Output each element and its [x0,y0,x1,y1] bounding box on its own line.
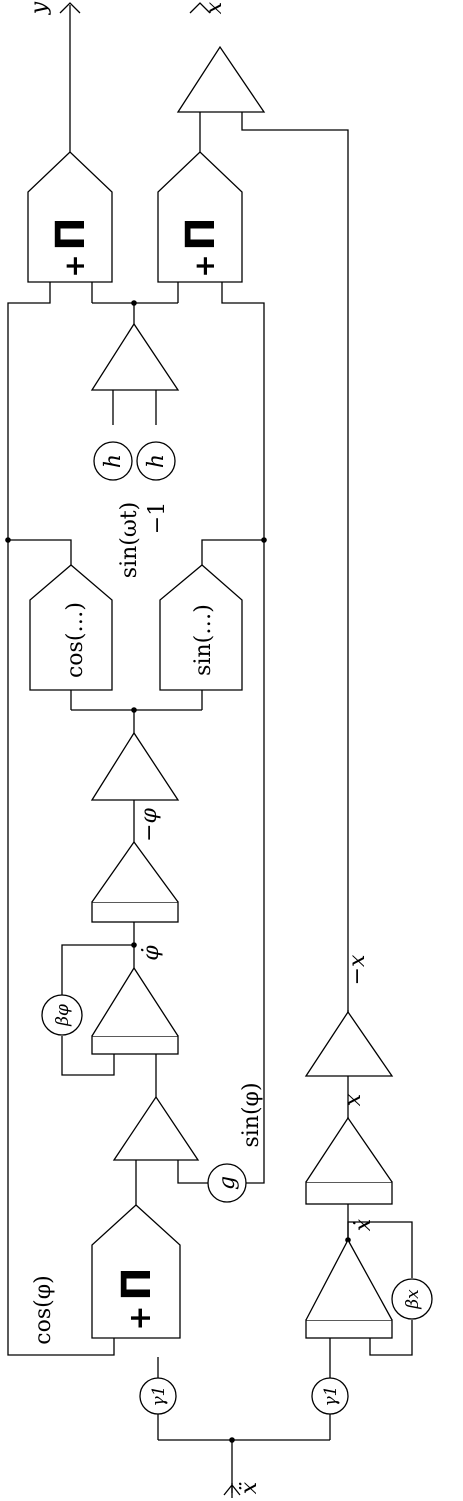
svg-text:g: g [215,1176,240,1190]
wires [7,2,413,1498]
multiplier-block-bottom: Π + [91,1204,181,1339]
svg-text:+: + [58,254,91,277]
gain-h-right: h [136,441,176,481]
integrator-phi [91,966,179,1055]
sin-omega-t-label: sin(ωt) [117,502,142,578]
svg-text:h: h [101,454,126,468]
svg-text:Π: Π [178,217,224,250]
gain-beta-phi: βφ [41,994,83,1036]
minus-one-label: −1 [145,502,170,534]
multiplier-symbol: Π [114,1267,160,1300]
x-dot-label: ẋ [351,1218,376,1231]
svg-text:Π: Π [48,217,94,250]
cos-block-label: cos(…) [63,602,88,678]
inverter-neg-x [304,1010,394,1077]
x-label: x [341,1093,366,1106]
neg-x-label: −x [345,954,370,985]
cos-function-block: cos(…) [29,564,113,691]
multiplier-plus: + [123,1305,158,1330]
svg-text:h: h [144,454,169,468]
svg-text:βx: βx [403,1289,423,1310]
input-xddot-label: ẍ [237,1481,262,1494]
svg-text:+: + [188,254,221,277]
sin-function-block: sin(…) [159,564,243,691]
svg-text:βφ: βφ [53,1004,73,1027]
svg-text:γ1: γ1 [149,1386,169,1407]
summer-h [90,322,180,391]
inverter-phi [90,731,180,801]
neg-phi-label: −φ [137,807,162,841]
sin-phi-label: sin(φ) [239,1082,264,1147]
gain-beta-x: βx [391,1278,433,1320]
integrator-x-dot [305,1238,393,1339]
gain-h-left: h [93,441,133,481]
multiplier-block-x: Π + [157,151,243,283]
cos-phi-label: cos(φ) [31,1275,56,1344]
output-y-label: y [27,1,52,15]
multiplier-block-y: Π + [27,151,113,283]
output-x-label: x [202,1,227,14]
gain-g: g [207,1163,247,1203]
phi-dot-label: φ̇ [139,945,164,961]
svg-text:γ1: γ1 [321,1386,341,1407]
gain-gamma1-right: γ1 [311,1377,349,1415]
gain-gamma1-left: γ1 [139,1377,177,1415]
inverter-x-output [176,45,266,113]
integrator-x [305,1116,393,1205]
sin-block-label: sin(…) [191,604,216,676]
summer-after-multiplier [112,1095,200,1161]
integrator-neg-phi [91,840,179,923]
